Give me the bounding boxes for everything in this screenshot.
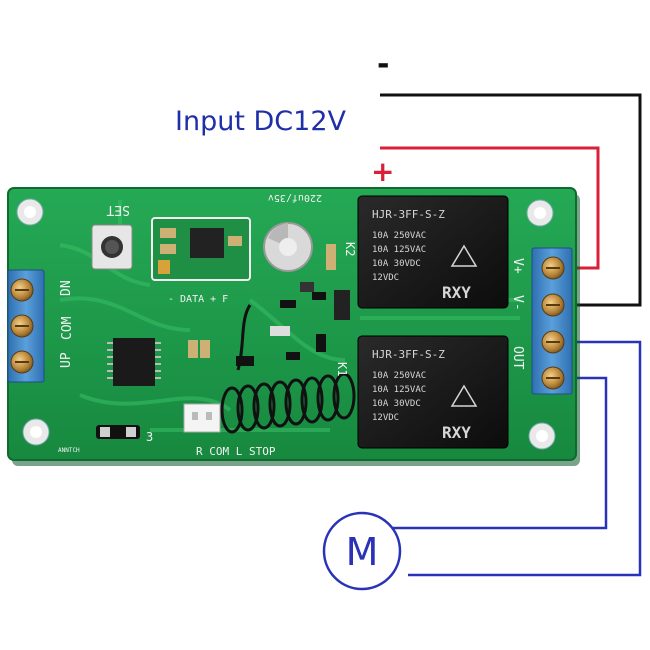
- motor-symbol: M: [322, 511, 402, 591]
- mounting-hole: [22, 418, 50, 446]
- left-terminal-label-com: COM: [60, 316, 75, 340]
- negative-label: -: [377, 47, 389, 82]
- relay-top: HJR-3FF-S-Z 10A 250VAC 10A 125VAC 10A 30…: [357, 195, 509, 309]
- terminal-screw[interactable]: [10, 278, 34, 302]
- right-terminal-block: [531, 247, 573, 395]
- motor-wire-2: [336, 376, 608, 530]
- capacitor-label: 220uf/35v: [268, 192, 322, 203]
- motor-wire-1: [408, 340, 642, 577]
- input-voltage-label: Input DC12V: [175, 106, 346, 137]
- ic-chip: [107, 338, 161, 386]
- right-terminal-label-vplus: V+: [510, 258, 525, 274]
- relay-bottom-spec: 10A 125VAC: [372, 385, 426, 395]
- set-label: SET: [106, 202, 130, 217]
- relay-top-spec: 10A 125VAC: [372, 245, 426, 255]
- relay-bottom: HJR-3FF-S-Z 10A 250VAC 10A 125VAC 10A 30…: [357, 335, 509, 449]
- jumper[interactable]: [96, 425, 140, 439]
- terminal-screw[interactable]: [541, 366, 565, 390]
- terminal-screw[interactable]: [541, 293, 565, 317]
- bottom-header-label: R COM L STOP: [196, 445, 276, 458]
- left-terminal-label-dn: DN: [59, 280, 74, 296]
- mounting-hole: [526, 199, 554, 227]
- left-terminal-block: [7, 269, 45, 383]
- electrolytic-capacitor: [263, 222, 313, 272]
- output-header: [183, 403, 221, 433]
- k2-label: K2: [343, 242, 357, 256]
- terminal-screw[interactable]: [541, 256, 565, 280]
- antenna-label: ANNTCH: [58, 447, 80, 454]
- terminal-screw[interactable]: [10, 314, 34, 338]
- mounting-hole: [16, 198, 44, 226]
- mounting-hole: [528, 422, 556, 450]
- relay-top-brand: RXY: [442, 283, 471, 302]
- coil-antenna: [220, 304, 356, 434]
- motor-label: M: [346, 530, 379, 574]
- k1-label: K1: [335, 362, 349, 376]
- warning-icon: [450, 384, 478, 407]
- smd-components: [188, 244, 350, 366]
- relay-bottom-brand: RXY: [442, 423, 471, 442]
- right-terminal-label-out: OUT: [510, 346, 525, 370]
- left-terminal-label-up: UP: [59, 352, 74, 368]
- jumper-label: 3: [146, 430, 153, 444]
- terminal-screw[interactable]: [541, 330, 565, 354]
- relay-top-spec: 10A 250VAC: [372, 231, 426, 241]
- relay-top-spec: 10A 30VDC: [372, 259, 421, 269]
- rf-receiver-module: [151, 217, 251, 281]
- warning-icon: [450, 244, 478, 267]
- terminal-screw[interactable]: [10, 350, 34, 374]
- set-button[interactable]: [91, 224, 133, 270]
- relay-bottom-spec: 10A 30VDC: [372, 399, 421, 409]
- relay-board: SET - DATA + F 220uf/35v: [7, 187, 580, 466]
- data-pin-label: - DATA + F: [168, 294, 228, 305]
- negative-wire: [380, 93, 642, 307]
- relay-bottom-spec: 10A 250VAC: [372, 371, 426, 381]
- relay-top-model: HJR-3FF-S-Z: [372, 208, 445, 221]
- relay-bottom-model: HJR-3FF-S-Z: [372, 348, 445, 361]
- relay-bottom-spec: 12VDC: [372, 413, 399, 423]
- right-terminal-label-vminus: V-: [510, 295, 525, 311]
- relay-top-spec: 12VDC: [372, 273, 399, 283]
- positive-label: +: [371, 155, 394, 188]
